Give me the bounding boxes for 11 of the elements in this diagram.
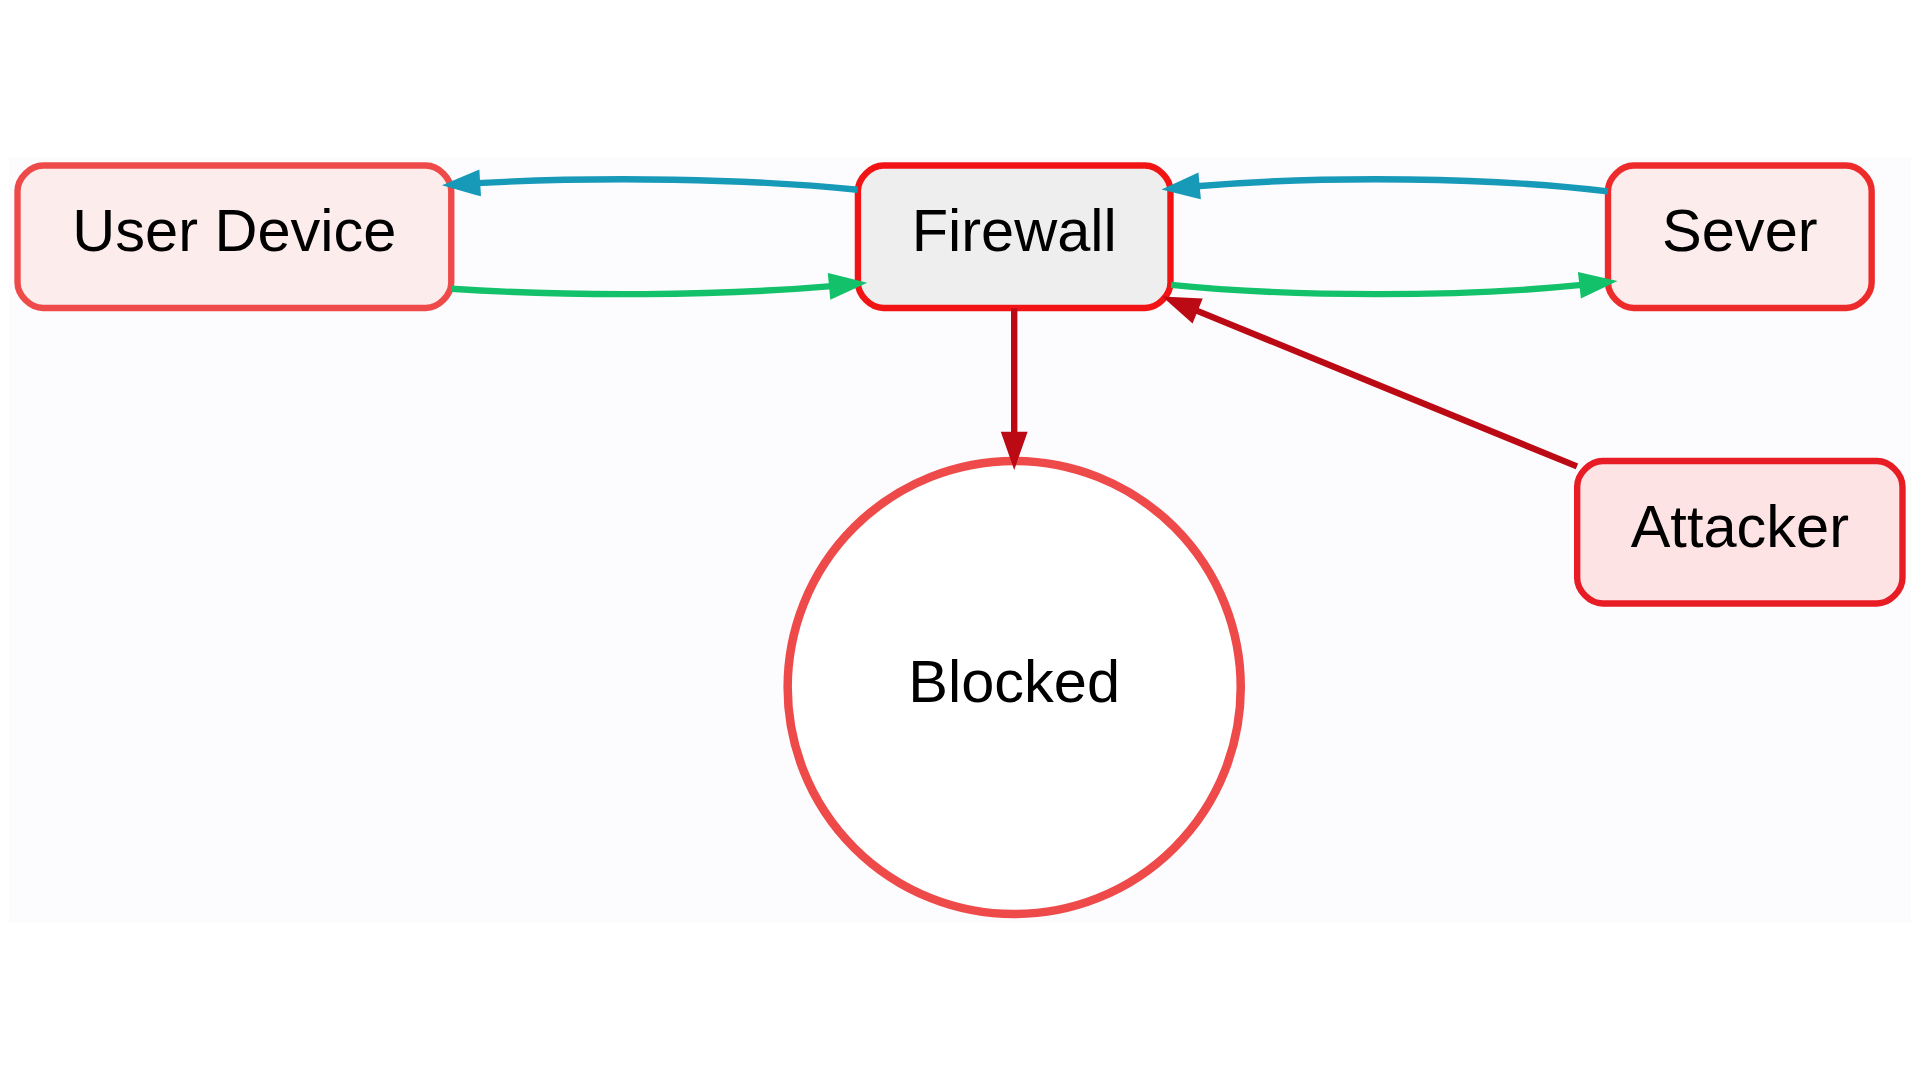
arrow	[1161, 172, 1609, 200]
node-box: User Device	[14, 162, 455, 312]
arrow	[1000, 308, 1028, 470]
arrow	[451, 273, 868, 300]
node-box: Sever	[1604, 162, 1875, 312]
arrow	[1162, 296, 1579, 470]
node-box: Attacker	[1574, 457, 1906, 607]
node-circle: Blocked	[783, 456, 1245, 919]
node-box: Firewall	[854, 162, 1174, 312]
arrow	[441, 169, 858, 197]
arrow	[1170, 271, 1618, 299]
